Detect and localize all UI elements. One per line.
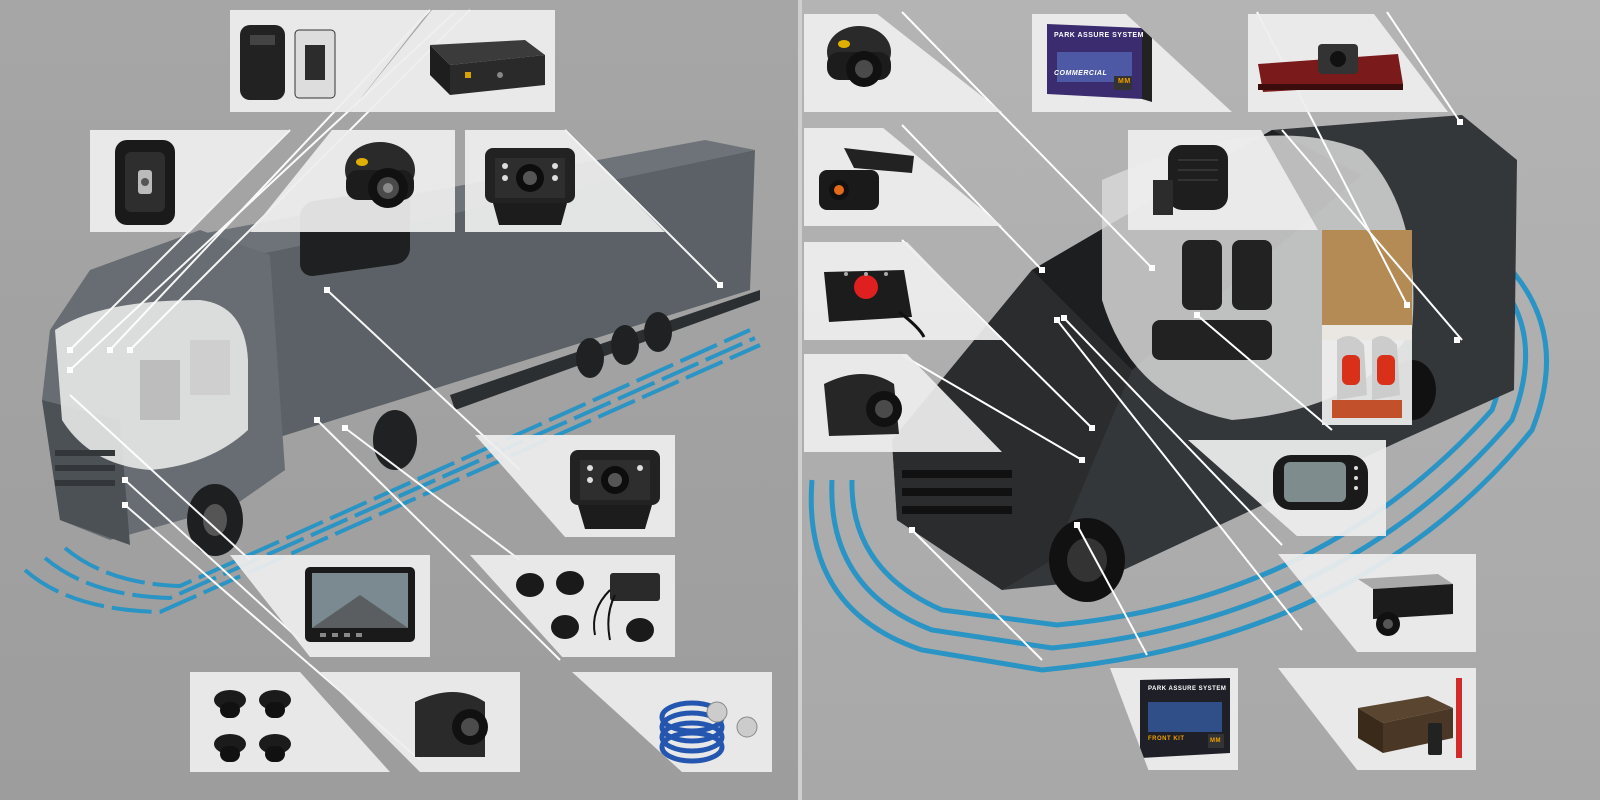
callout-seat-heating xyxy=(1322,325,1412,425)
brake-light-camera-icon xyxy=(1258,44,1403,92)
truck-sensor-arcs xyxy=(23,328,761,615)
truck-leader-dots xyxy=(67,282,723,508)
monitor-icon xyxy=(305,567,415,642)
callout-mini-dome-camera xyxy=(804,14,1002,112)
callout-side-box-camera xyxy=(475,435,675,537)
dual-dashcam-icon xyxy=(1358,574,1453,636)
side-camera-icon xyxy=(415,692,488,757)
panic-button-icon xyxy=(824,270,926,338)
dome-camera-icon xyxy=(827,26,891,87)
truck-cab xyxy=(42,230,285,556)
dvr-kit-icon xyxy=(1358,678,1462,758)
box-heading-label: PARK ASSURE SYSTEM xyxy=(1054,32,1144,39)
heated-seat-icon xyxy=(1332,336,1402,418)
van-panel: PARK ASSURE SYSTEM COMMERCIAL MM PARK AS… xyxy=(802,0,1600,800)
front-box-brand-mark: MM xyxy=(1210,738,1221,744)
mirror-monitor-icon xyxy=(1273,455,1368,510)
panel-divider xyxy=(798,0,802,800)
ir-box-camera-icon xyxy=(485,148,575,225)
latch-icon xyxy=(115,140,175,225)
sensor-kit-icon xyxy=(516,571,660,642)
van-leader-dots xyxy=(909,119,1463,533)
dash-cam-icon xyxy=(819,148,914,210)
van-scene xyxy=(808,11,1550,673)
dome-camera-icon xyxy=(345,142,415,208)
box-brand-mark: MM xyxy=(1118,78,1131,85)
product-box-icon xyxy=(1047,24,1152,102)
dvr-recorder-icon xyxy=(430,40,545,95)
parking-sensors-icon xyxy=(214,690,291,762)
callout-reverse-alarm xyxy=(1128,130,1318,230)
ir-box-camera-icon xyxy=(570,450,660,529)
side-camera-icon xyxy=(824,374,902,436)
coil-cable-icon xyxy=(659,700,758,764)
product-box-icon xyxy=(1140,678,1230,758)
alarm-speaker-icon xyxy=(1153,145,1228,215)
front-box-heading-label: PARK ASSURE SYSTEM xyxy=(1148,686,1227,692)
truck-panel xyxy=(0,0,798,800)
box-commercial-label: COMMERCIAL xyxy=(1054,70,1108,77)
front-box-kit-label: FRONT KIT xyxy=(1148,736,1185,742)
remote-keypad-icon xyxy=(240,25,336,100)
